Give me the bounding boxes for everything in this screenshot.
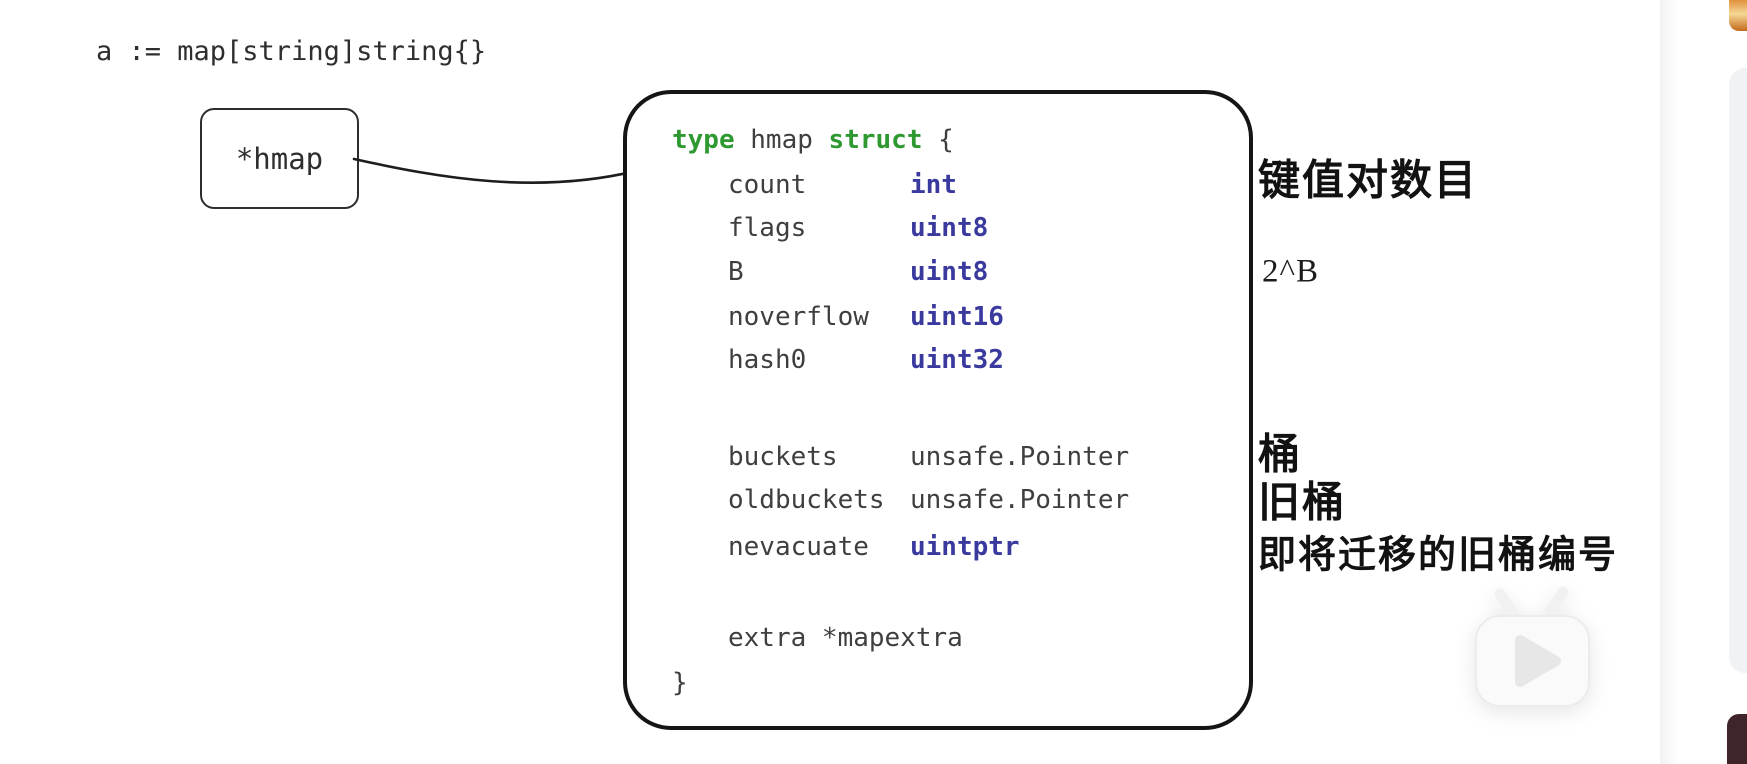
- keyword-struct: struct: [828, 125, 923, 155]
- annotation-oldbuckets: 旧桶: [1258, 480, 1347, 527]
- field-row-extra: extra *mapextra: [728, 623, 963, 653]
- map-declaration-text: a := map[string]string{}: [96, 36, 487, 67]
- hmap-pointer-box: *hmap: [200, 108, 359, 209]
- annotation-buckets: 桶: [1258, 432, 1303, 479]
- annotation-count: 键值对数目: [1258, 158, 1479, 205]
- struct-header-line: type hmap struct {: [672, 125, 954, 155]
- sidebar-peek-panel: [1729, 68, 1747, 673]
- sidebar-peek-thumbnail[interactable]: [1727, 714, 1747, 764]
- sidebar-edge-shadow: [1660, 0, 1680, 764]
- sidebar-peek-orange-icon[interactable]: [1729, 0, 1747, 31]
- keyword-type: type: [672, 125, 735, 155]
- struct-type-name: hmap: [734, 125, 829, 155]
- hmap-pointer-label: *hmap: [235, 141, 324, 176]
- annotation-2-pow-B: 2^B: [1262, 253, 1319, 290]
- close-brace: }: [672, 668, 688, 698]
- open-brace: {: [922, 125, 954, 155]
- hmap-struct-box: [623, 90, 1253, 730]
- annotation-nevacuate: 即将迁移的旧桶编号: [1258, 534, 1619, 577]
- tv-play-icon[interactable]: [1462, 586, 1602, 716]
